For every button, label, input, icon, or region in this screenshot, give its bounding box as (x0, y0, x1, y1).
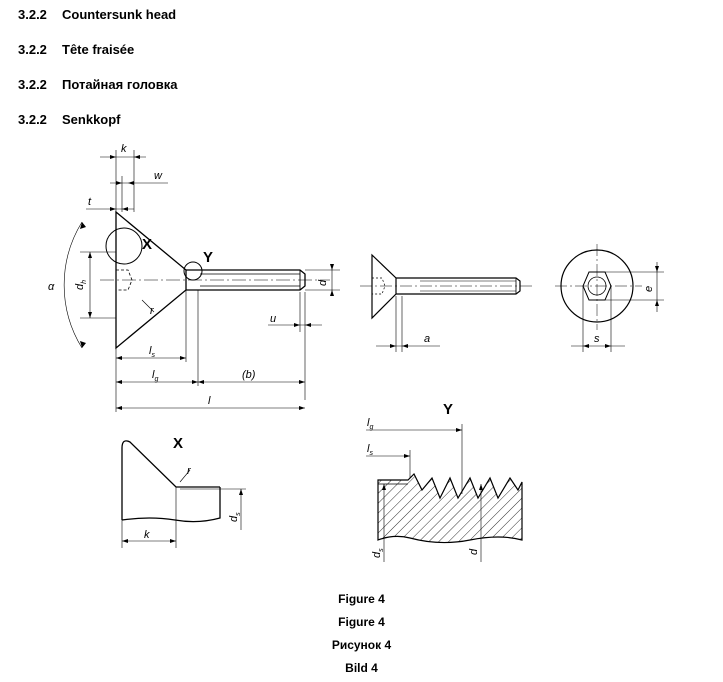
label-a: a (424, 333, 430, 345)
label-d: d (317, 279, 329, 286)
label-b: (b) (242, 369, 256, 381)
svg-text:dh: dh (74, 280, 88, 290)
label-l-s-detail: ls (367, 443, 373, 457)
screw-side-view (100, 210, 330, 350)
label-w: w (154, 170, 163, 182)
label-l-g-detail: lg (367, 417, 373, 431)
arrowheads-detail-x (122, 489, 243, 543)
detail-y-drawing (366, 424, 523, 562)
label-y-title: Y (443, 401, 453, 418)
caption-german: Bild 4 (345, 661, 378, 675)
arrowheads-detail-y (382, 428, 483, 490)
label-l-s: ls (149, 345, 155, 359)
caption-russian: Рисунок 4 (331, 638, 392, 652)
label-d-s-detail: ds (228, 512, 242, 522)
svg-text:e: e (643, 286, 655, 292)
label-l-g: lg (152, 369, 158, 383)
label-detail-x: X (142, 236, 152, 253)
arrowheads-main (80, 155, 334, 410)
dimension-lines-main (63, 150, 340, 412)
detail-circle-y (183, 261, 203, 281)
label-l: l (208, 395, 211, 407)
caption-french: Figure 4 (338, 615, 385, 629)
screw-end-view (555, 244, 664, 352)
label-e: e (643, 286, 655, 292)
label-r: r (150, 305, 155, 317)
label-t: t (88, 196, 92, 208)
detail-x-drawing (121, 440, 246, 548)
svg-text:d: d (468, 548, 480, 555)
label-alpha: α (48, 281, 55, 293)
label-d-s-y: ds (371, 548, 385, 558)
label-r-detail: r (187, 465, 192, 477)
label-k: k (121, 143, 127, 155)
label-s: s (594, 333, 600, 345)
label-d-y: d (468, 548, 480, 555)
detail-circle-x (105, 227, 143, 265)
svg-text:d: d (317, 279, 329, 286)
label-u: u (270, 313, 276, 325)
arrowheads-small (390, 344, 408, 348)
screw-small-view (360, 253, 535, 352)
label-detail-y: Y (203, 249, 213, 266)
label-k-detail: k (144, 529, 150, 541)
svg-text:ds: ds (371, 548, 385, 558)
label-d-h: dh (74, 280, 88, 290)
arrowheads-end (583, 266, 659, 348)
label-x-title: X (173, 435, 183, 452)
svg-text:ds: ds (228, 512, 242, 522)
caption-english: Figure 4 (338, 592, 385, 606)
